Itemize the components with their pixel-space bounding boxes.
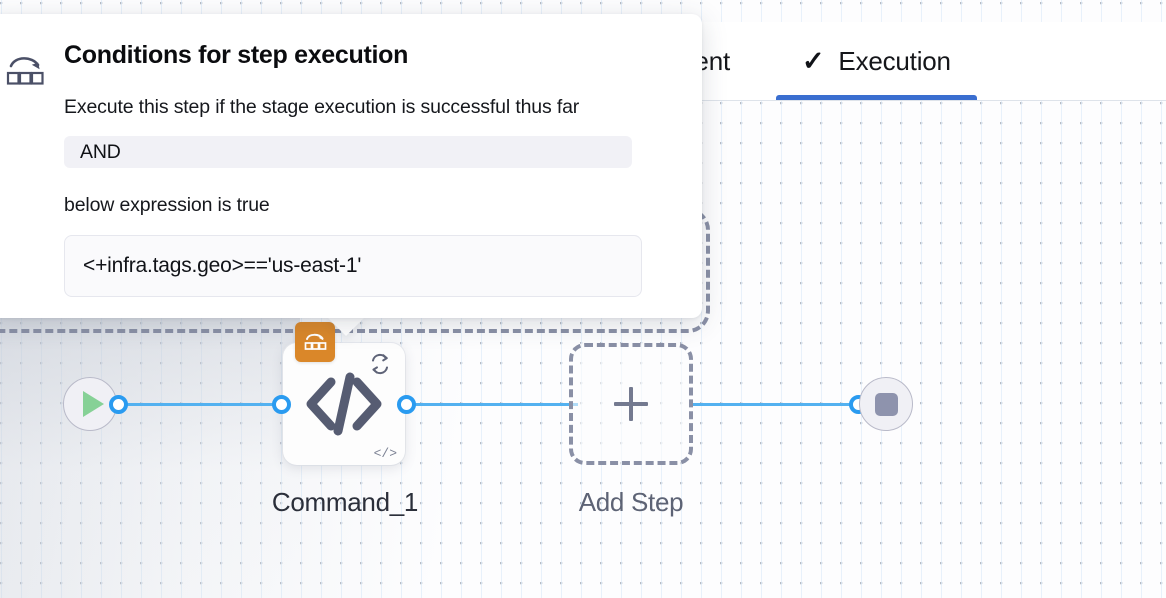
add-step-button[interactable]	[569, 343, 693, 465]
add-step-label: Add Step	[578, 487, 684, 517]
expression-value-field: <+infra.tags.geo>=='us-east-1'	[64, 235, 642, 298]
condition-operator-field: AND	[64, 136, 632, 169]
step-node-command-1[interactable]: </>	[283, 322, 405, 465]
expression-label: below expression is true	[64, 194, 270, 217]
start-node-output-port[interactable]	[109, 395, 128, 414]
check-icon: ✓	[801, 45, 825, 76]
loop-retry-icon	[365, 349, 395, 379]
step-node-label: Command_1	[271, 487, 419, 517]
command-node-input-port[interactable]	[272, 395, 291, 414]
rollback-icon	[2, 48, 48, 94]
stop-icon	[874, 392, 898, 416]
tab-execution-label: Execution	[838, 45, 951, 76]
tab-execution[interactable]: ✓ Execution	[766, 22, 987, 100]
popover-description: Execute this step if the stage execution…	[64, 96, 580, 118]
play-icon	[82, 391, 104, 417]
edge-command-to-addstep	[398, 403, 578, 406]
plus-icon	[614, 387, 648, 421]
popover-title: Conditions for step execution	[64, 41, 409, 69]
command-node-output-port[interactable]	[397, 395, 416, 414]
code-icon	[301, 368, 387, 440]
edge-addstep-to-end	[690, 403, 870, 406]
end-node[interactable]	[859, 377, 913, 431]
popover-pointer	[326, 316, 366, 336]
code-icon-small: </>	[373, 446, 397, 461]
edge-start-to-command	[118, 403, 298, 406]
conditional-execution-popover: Conditions for step execution Execute th…	[0, 14, 702, 318]
